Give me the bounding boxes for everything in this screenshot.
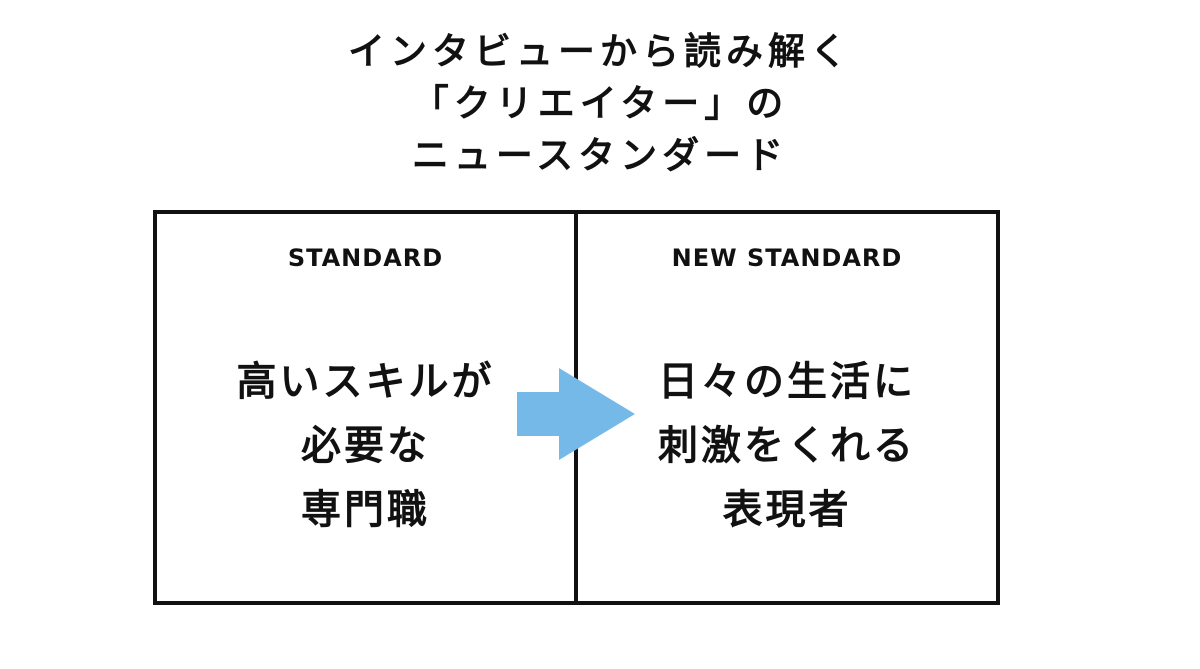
new-standard-panel: NEW STANDARD 日々の生活に 刺激をくれる 表現者 [578, 214, 996, 601]
standard-description: 高いスキルが 必要な 専門職 [157, 350, 574, 542]
arrow-right-icon [517, 368, 635, 460]
new-standard-line-3: 表現者 [722, 487, 852, 533]
standard-label: STANDARD [287, 244, 444, 272]
standard-panel: STANDARD 高いスキルが 必要な 専門職 [157, 214, 574, 601]
new-standard-label: NEW STANDARD [671, 244, 903, 272]
new-standard-line-1: 日々の生活に [658, 359, 916, 405]
new-standard-description: 日々の生活に 刺激をくれる 表現者 [578, 350, 996, 542]
page-title: インタビューから読み解く 「クリエイター」の ニュースタンダード [0, 26, 1200, 182]
title-line-3: ニュースタンダード [411, 134, 789, 177]
new-standard-line-2: 刺激をくれる [658, 423, 916, 469]
standard-line-1: 高いスキルが [236, 359, 495, 405]
title-line-2: 「クリエイター」の [411, 82, 789, 125]
title-line-1: インタビューから読み解く [348, 30, 852, 73]
arrow-right-shape [517, 368, 635, 460]
standard-line-2: 必要な [301, 423, 430, 469]
standard-line-3: 専門職 [301, 487, 430, 533]
